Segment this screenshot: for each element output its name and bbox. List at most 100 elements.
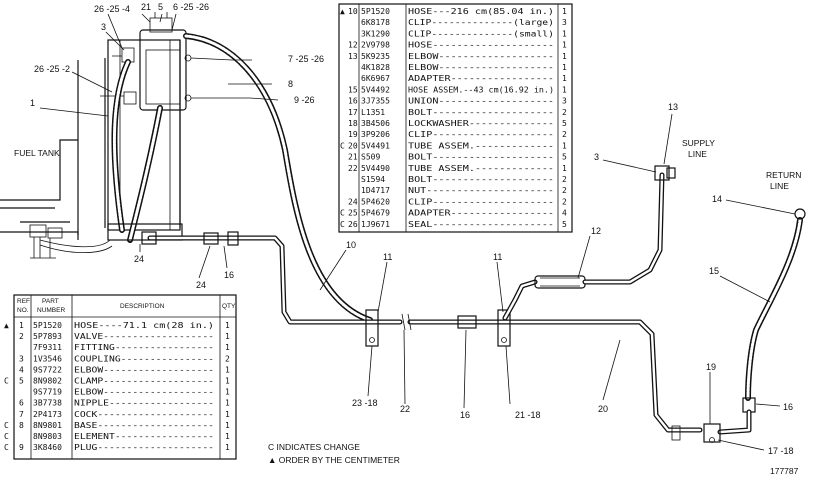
return-line <box>671 208 806 443</box>
row-ref: 15 <box>348 85 358 94</box>
callout: 24 <box>134 254 144 264</box>
callout: 10 <box>346 240 356 250</box>
callout: 21 <box>141 2 151 12</box>
row-part-number: 1D4717 <box>361 186 390 195</box>
row-description: HOSE-------------------- <box>408 41 554 50</box>
row-description: VALVE------------------- <box>74 332 214 341</box>
row-description: COCK-------------------- <box>74 410 214 419</box>
row-part-number: 3K1290 <box>361 29 390 38</box>
row-ref: 20 <box>348 141 358 150</box>
legend-order: ▲ ORDER BY THE CENTIMETER <box>268 455 400 465</box>
row-description: NUT--------------------- <box>408 186 554 195</box>
row-qty: 1 <box>225 410 230 419</box>
row-part-number: 8N9802 <box>33 377 62 386</box>
row-part-number: 2V9798 <box>361 41 390 50</box>
row-description: CLIP--------------(small) <box>408 29 554 38</box>
header-part-2: NUMBER <box>37 307 65 314</box>
row-part-number: S1594 <box>361 175 385 184</box>
row-description: BASE-------------------- <box>74 421 214 430</box>
tube-22 <box>141 231 703 433</box>
callout: 23 -18 <box>352 398 378 408</box>
row-part-number: S509 <box>361 153 380 162</box>
row-ref: 13 <box>348 52 358 61</box>
row-mark: C <box>4 377 9 386</box>
row-qty: 1 <box>562 141 567 150</box>
row-ref: 21 <box>348 153 358 162</box>
fuel-tank-assembly <box>0 12 250 259</box>
row-description: PLUG-------------------- <box>74 443 214 452</box>
row-qty: 1 <box>562 29 567 38</box>
row-qty: 1 <box>562 164 567 173</box>
row-qty: 3 <box>562 18 567 27</box>
row-qty: 1 <box>225 388 230 397</box>
row-description: ELEMENT----------------- <box>74 432 214 441</box>
row-part-number: 3B4506 <box>361 119 390 128</box>
callout: 1 <box>30 98 35 108</box>
row-ref: 26 <box>348 220 358 229</box>
header-qty: QTY <box>222 303 236 310</box>
row-description: HOSE ASSEM.--43 cm(16.92 in.) <box>408 85 554 94</box>
row-part-number: 8N9801 <box>33 421 62 430</box>
row-part-number: 6K8178 <box>361 18 390 27</box>
row-part-number: 2P4173 <box>33 410 62 419</box>
callout: 26 -25 -2 <box>34 64 70 74</box>
leader-lines <box>39 13 796 451</box>
row-qty: 3 <box>562 97 567 106</box>
row-qty: 5 <box>562 153 567 162</box>
row-qty: 2 <box>562 197 567 206</box>
callout: 3 <box>101 22 106 32</box>
row-mark: C <box>4 421 9 430</box>
row-ref: 17 <box>348 108 358 117</box>
row-description: CLAMP------------------- <box>74 377 214 386</box>
row-ref: 12 <box>348 41 358 50</box>
callout: 5 <box>158 2 163 12</box>
header-description: DESCRIPTION <box>120 303 165 310</box>
row-ref: 3 <box>19 354 24 363</box>
callout: 16 <box>460 410 470 420</box>
row-description: SEAL-------------------- <box>408 220 554 229</box>
row-part-number: 6K6967 <box>361 74 390 83</box>
row-description: ELBOW------------------- <box>408 52 554 61</box>
callout: 20 <box>598 404 608 414</box>
row-part-number: 5P7893 <box>33 332 62 341</box>
row-part-number: 5V4491 <box>361 141 390 150</box>
callout: 16 <box>783 402 793 412</box>
callout: 8 <box>288 79 293 89</box>
row-qty: 1 <box>225 443 230 452</box>
row-description: UNION------------------- <box>408 97 554 106</box>
row-part-number: 3K8460 <box>33 443 62 452</box>
row-ref: 19 <box>348 130 358 139</box>
row-qty: 5 <box>562 119 567 128</box>
row-qty: 1 <box>225 421 230 430</box>
row-part-number: 1J9671 <box>361 220 390 229</box>
callout: 22 <box>400 404 410 414</box>
callout: 13 <box>668 102 678 112</box>
row-description: ADAPTER----------------- <box>408 74 554 83</box>
callout: 11 <box>383 252 392 262</box>
callout: 21 -18 <box>515 410 541 420</box>
row-description: CLIP-------------------- <box>408 130 554 139</box>
row-qty: 1 <box>225 399 230 408</box>
row-ref: 6 <box>19 399 24 408</box>
return-line-label-2: LINE <box>770 181 789 191</box>
row-qty: 2 <box>225 354 230 363</box>
clip-11-right <box>497 309 511 347</box>
row-mark: ▲ <box>4 321 9 330</box>
clip-11-left <box>365 309 379 347</box>
row-ref: 4 <box>19 365 24 374</box>
row-mark: C <box>340 220 345 229</box>
hose-10 <box>183 33 373 323</box>
row-qty: 1 <box>225 332 230 341</box>
row-qty: 1 <box>225 377 230 386</box>
callout: 12 <box>591 226 601 236</box>
callout: 16 <box>224 270 234 280</box>
header-ref-2: NO. <box>17 307 29 314</box>
row-qty: 2 <box>562 175 567 184</box>
row-ref: 16 <box>348 97 358 106</box>
row-mark: C <box>4 432 9 441</box>
row-mark: C <box>4 443 9 452</box>
supply-line-label-1: SUPPLY <box>682 138 715 148</box>
